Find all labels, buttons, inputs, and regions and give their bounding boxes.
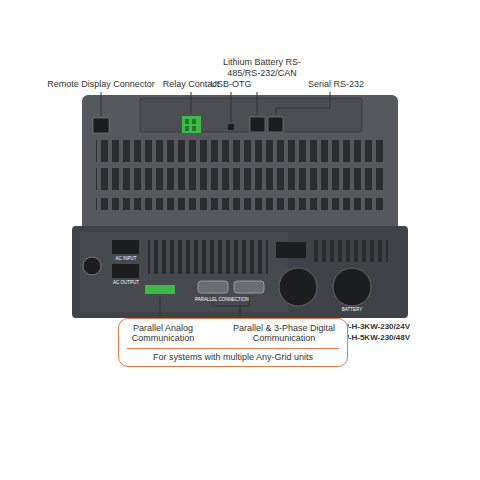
port-caption: Parallel Analog Communication [127, 323, 199, 344]
db9-port [234, 281, 264, 293]
housing-upper [82, 95, 398, 245]
housing-lower [72, 226, 408, 318]
vent-slots [96, 168, 384, 190]
callout-box: Parallel Analog Communication Parallel & … [118, 318, 348, 367]
panel-marking: BATTERY [332, 307, 372, 312]
panel-marking: AC OUTPUT [106, 280, 146, 285]
vent-slots [96, 198, 384, 210]
db9-port [198, 281, 228, 293]
breaker-button [83, 257, 101, 275]
callout-label: Lithium Battery RS-485/RS-232/CAN [216, 57, 308, 78]
panel-marking: AC INPUT [106, 256, 146, 261]
rj-port [250, 117, 265, 132]
rj-port [93, 118, 109, 133]
relay-terminal [182, 116, 201, 133]
note-text: For systems with multiple Any-Grid units [127, 348, 339, 362]
pv-connector [276, 242, 306, 258]
vent-slots [148, 240, 268, 274]
battery-gland [279, 268, 317, 306]
parallel-analog-terminal [145, 285, 175, 294]
comm-module-plate [140, 98, 362, 132]
ac-connector [112, 264, 139, 278]
callout-label: Remote Display Connector [36, 79, 166, 89]
usb-port [228, 124, 234, 130]
panel-marking: PARALLEL CONNECTION [182, 297, 262, 302]
text-row: Parallel Analog Communication Parallel & … [127, 323, 339, 344]
callout-label: USB-OTG [206, 79, 256, 89]
vent-slots [312, 240, 388, 262]
callout-label: Serial RS-232 [301, 79, 371, 89]
ac-panel [80, 232, 288, 312]
leader-lines [101, 92, 330, 318]
port-caption: Parallel & 3-Phase Digital Communication [229, 323, 339, 344]
ac-connector [112, 240, 139, 254]
vent-slots [96, 140, 384, 162]
battery-gland [333, 268, 371, 306]
rj-port [268, 117, 283, 132]
